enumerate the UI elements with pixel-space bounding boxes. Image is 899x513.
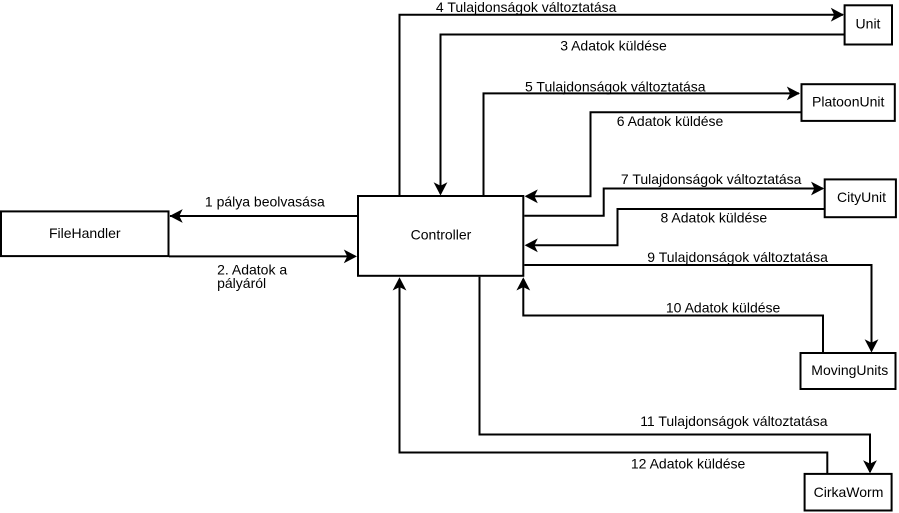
svg-text:5 Tulajdonságok változtatása: 5 Tulajdonságok változtatása	[525, 79, 706, 95]
svg-text:7 Tulajdonságok változtatása: 7 Tulajdonságok változtatása	[621, 171, 802, 187]
svg-text:9 Tulajdonságok változtatása: 9 Tulajdonságok változtatása	[647, 249, 828, 265]
svg-text:8 Adatok küldése: 8 Adatok küldése	[661, 210, 768, 226]
svg-text:2. Adatok a: 2. Adatok a	[217, 261, 287, 277]
svg-text:PlatoonUnit: PlatoonUnit	[812, 94, 884, 110]
svg-text:MovingUnits: MovingUnits	[811, 362, 888, 378]
svg-text:6 Adatok küldése: 6 Adatok küldése	[617, 113, 724, 129]
svg-text:pályáról: pályáról	[217, 275, 266, 291]
svg-text:Controller: Controller	[411, 226, 472, 242]
svg-text:CityUnit: CityUnit	[837, 189, 886, 205]
svg-text:3 Adatok küldése: 3 Adatok küldése	[560, 38, 667, 54]
svg-text:Unit: Unit	[856, 15, 881, 31]
svg-text:11 Tulajdonságok változtatása: 11 Tulajdonságok változtatása	[640, 413, 828, 429]
svg-text:1 pálya beolvasása: 1 pálya beolvasása	[205, 194, 325, 210]
svg-text:12 Adatok küldése: 12 Adatok küldése	[631, 456, 746, 472]
svg-text:CirkaWorm: CirkaWorm	[814, 484, 884, 500]
svg-text:4 Tulajdonságok változtatása: 4 Tulajdonságok változtatása	[436, 0, 617, 15]
svg-text:10 Adatok küldése: 10 Adatok küldése	[666, 300, 781, 316]
svg-text:FileHandler: FileHandler	[49, 225, 121, 241]
